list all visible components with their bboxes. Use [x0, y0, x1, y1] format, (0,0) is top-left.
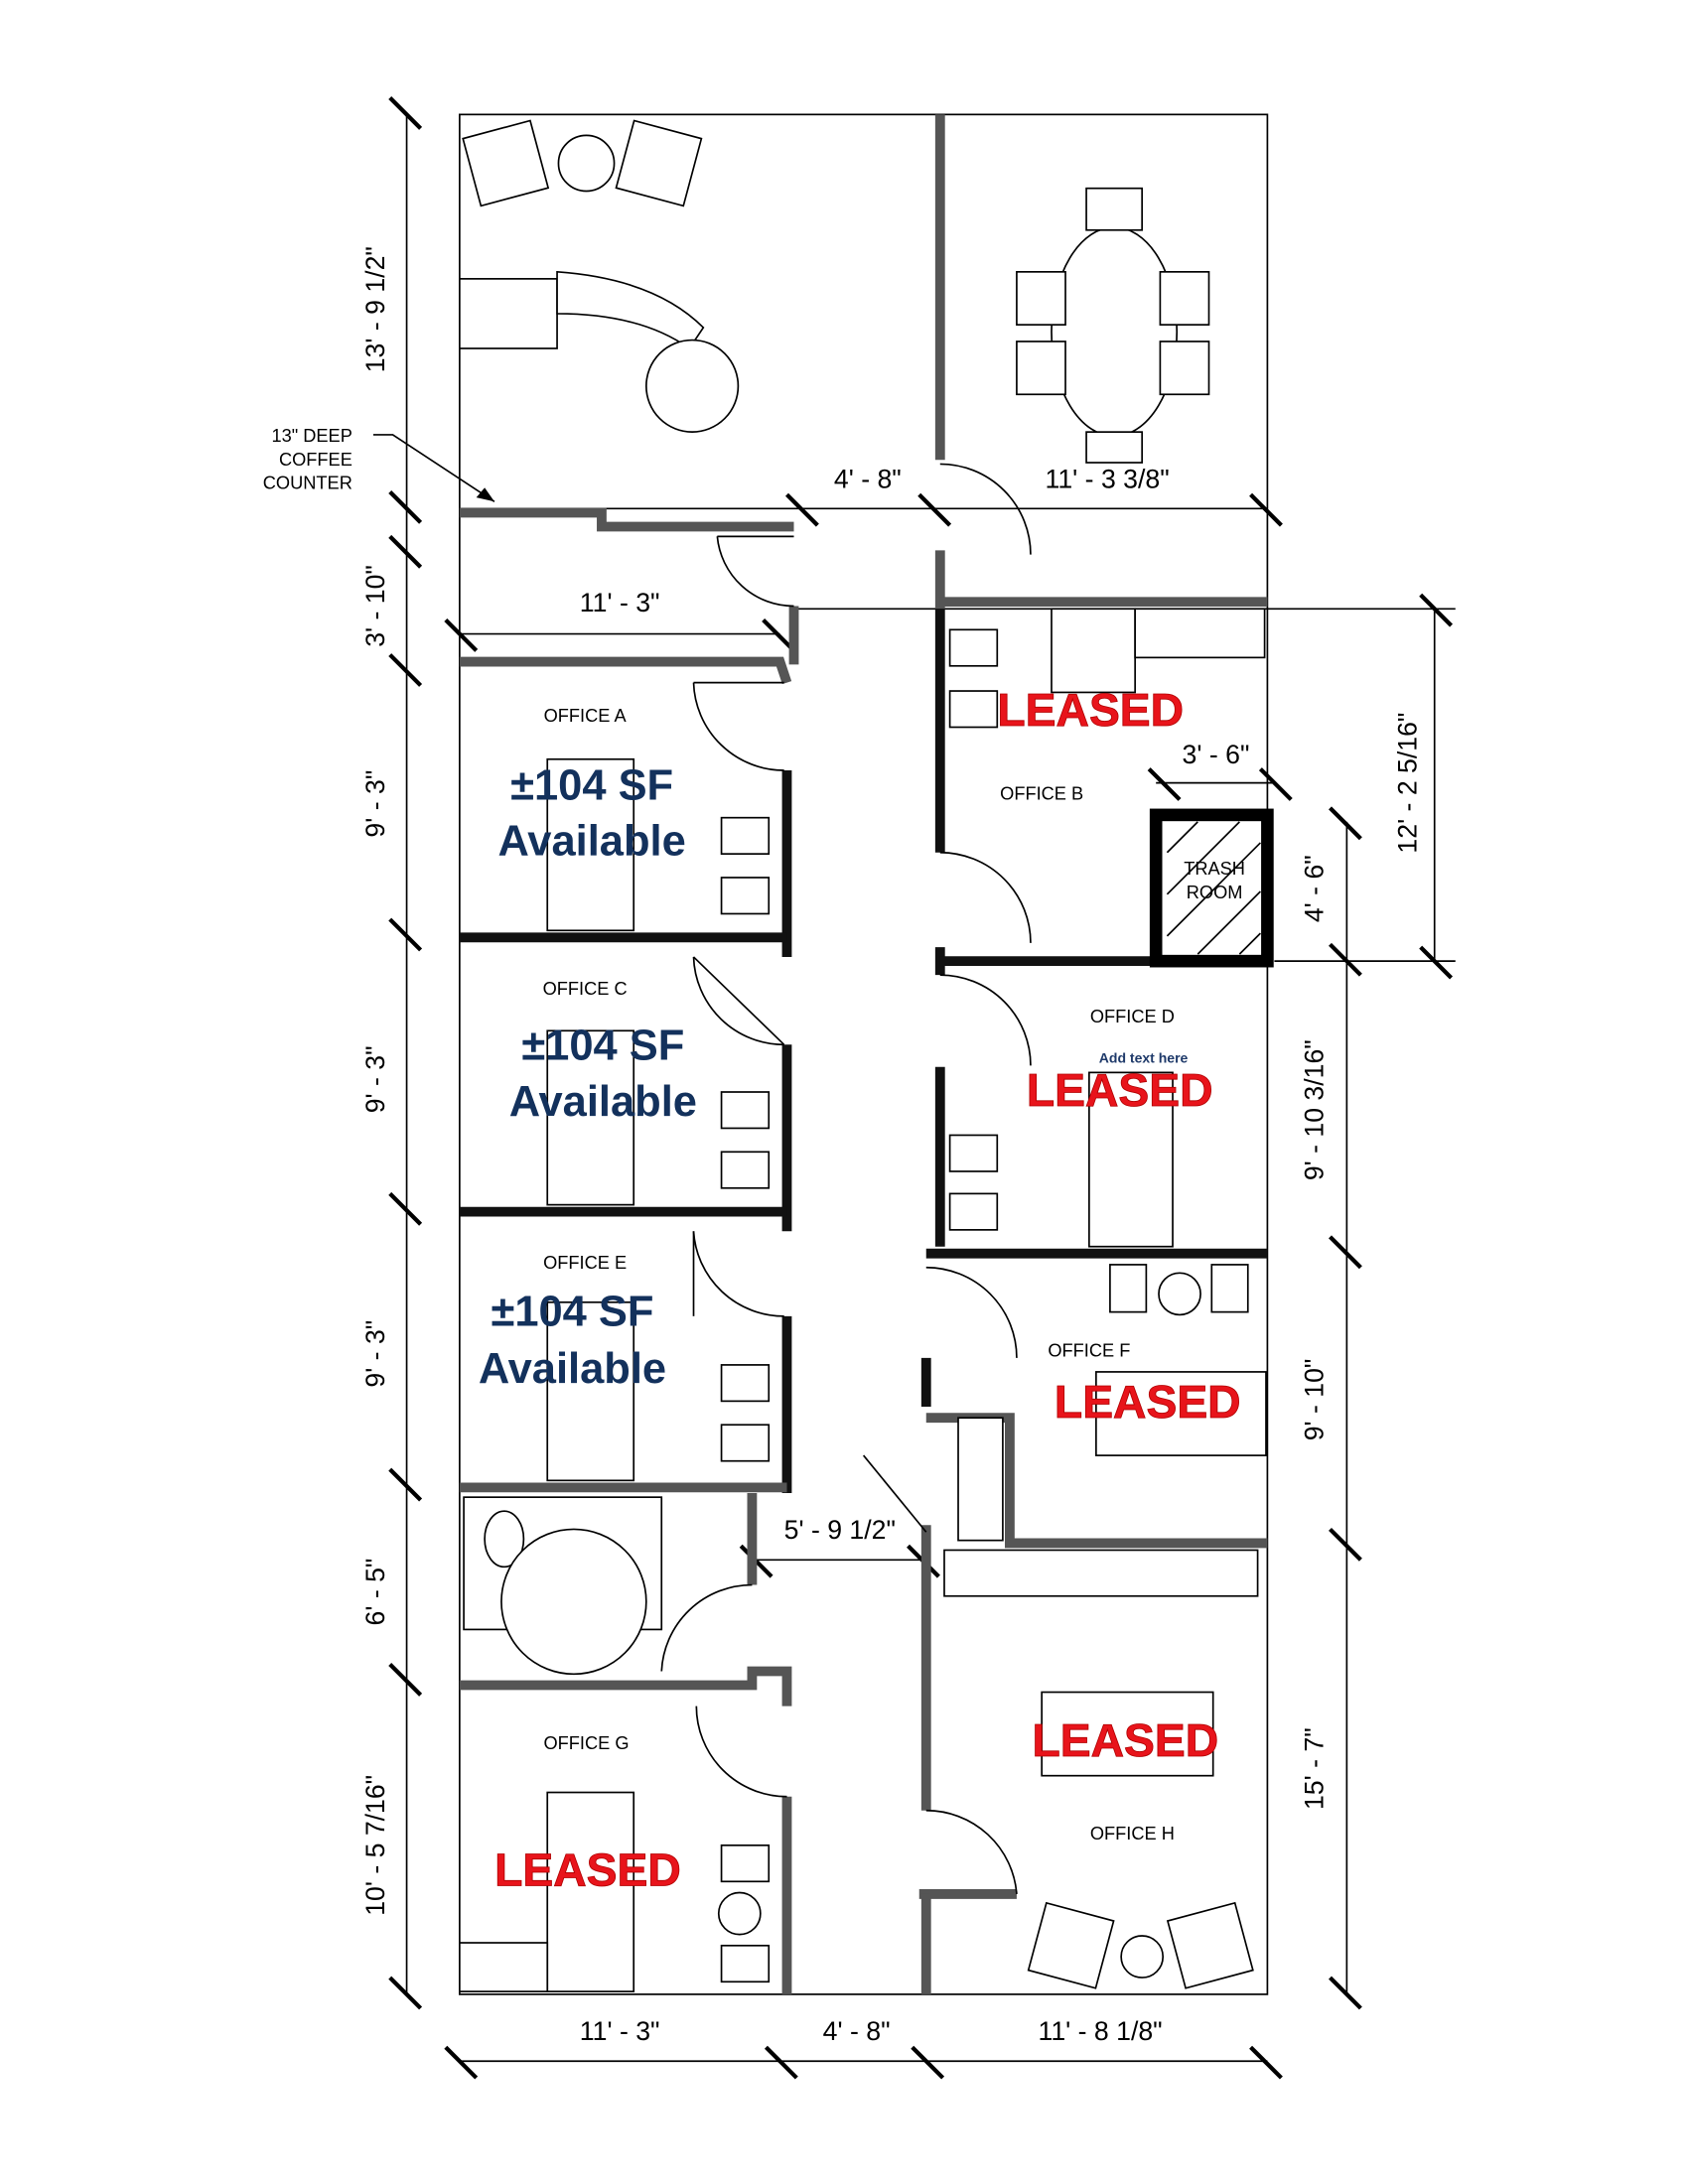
office-a-available: Available	[497, 818, 685, 866]
label-office-a: OFFICE A	[544, 705, 628, 726]
trash-room-walls	[1149, 808, 1274, 968]
room-labels: OFFICE A OFFICE B OFFICE C OFFICE D OFFI…	[543, 705, 1245, 1843]
dim-left-3: 9' - 3"	[360, 1045, 390, 1113]
add-text-placeholder: Add text here	[1099, 1050, 1189, 1066]
label-office-b: OFFICE B	[1000, 782, 1083, 803]
callout-line1: 13" DEEP	[271, 425, 352, 446]
dim-vestibule-width: 11' - 3"	[580, 588, 660, 617]
dim-left-0: 13' - 9 1/2"	[360, 246, 390, 372]
office-f-leased: LEASED	[1055, 1376, 1241, 1428]
dim-bottom-2: 11' - 8 1/8"	[1039, 2016, 1163, 2046]
label-office-c: OFFICE C	[543, 978, 628, 999]
office-d-leased: LEASED	[1027, 1064, 1213, 1116]
dim-right-1: 4' - 6"	[1300, 855, 1330, 922]
office-e-available: Available	[479, 1345, 666, 1393]
office-b-leased: LEASED	[997, 684, 1184, 736]
callout-line2: COFFEE	[279, 449, 352, 470]
dim-right-4: 15' - 7"	[1300, 1727, 1330, 1810]
dim-left-4: 9' - 3"	[360, 1320, 390, 1388]
dim-corridor-width: 5' - 9 1/2"	[784, 1515, 896, 1545]
label-trash-room-2: ROOM	[1187, 882, 1243, 902]
office-g-leased: LEASED	[494, 1844, 681, 1896]
office-c-available: Available	[509, 1078, 697, 1126]
label-office-g: OFFICE G	[543, 1732, 629, 1753]
building-outline	[459, 113, 1269, 1995]
label-office-d: OFFICE D	[1090, 1006, 1175, 1026]
office-c-size: ±104 SF	[521, 1023, 684, 1070]
label-office-f: OFFICE F	[1048, 1340, 1130, 1361]
coffee-counter-callout: 13" DEEP COFFEE COUNTER	[263, 425, 495, 502]
dimension-labels: 13' - 9 1/2" 3' - 10" 9' - 3" 9' - 3" 9'…	[360, 246, 1422, 2046]
availability-labels: ±104 SF Available ±104 SF Available ±104…	[479, 684, 1241, 1896]
office-e-size: ±104 SF	[491, 1289, 653, 1336]
label-office-h: OFFICE H	[1090, 1823, 1175, 1843]
label-trash-room-1: TRASH	[1184, 858, 1245, 879]
dim-trash-width: 3' - 6"	[1183, 740, 1250, 769]
office-h-leased: LEASED	[1032, 1714, 1218, 1766]
dim-conference-width: 11' - 3 3/8"	[1046, 464, 1170, 493]
door-swings	[660, 463, 1032, 1894]
dim-right-2: 9' - 10 3/16"	[1300, 1039, 1330, 1180]
dim-left-1: 3' - 10"	[360, 565, 390, 647]
dim-left-5: 6' - 5"	[360, 1559, 390, 1626]
dim-bottom-0: 11' - 3"	[580, 2016, 660, 2046]
label-office-e: OFFICE E	[543, 1252, 627, 1273]
furniture	[459, 119, 1267, 1992]
dim-right-3: 9' - 10"	[1300, 1359, 1330, 1441]
callout-line3: COUNTER	[263, 473, 352, 493]
dim-right-0: 12' - 2 5/16"	[1392, 713, 1422, 854]
dim-bottom-1: 4' - 8"	[823, 2016, 891, 2046]
dim-left-2: 9' - 3"	[360, 770, 390, 838]
dim-left-6: 10' - 5 7/16"	[360, 1775, 390, 1916]
office-a-size: ±104 SF	[510, 761, 673, 809]
dim-top-corridor: 4' - 8"	[834, 464, 902, 493]
